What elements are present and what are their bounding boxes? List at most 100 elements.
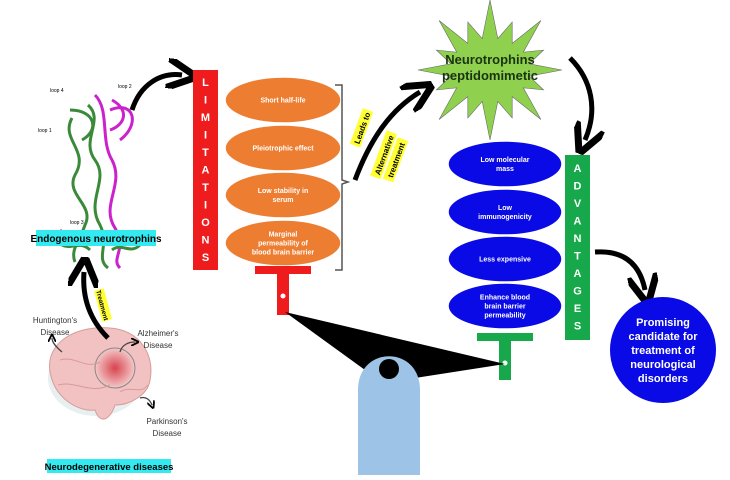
- title-letter: N: [202, 235, 210, 247]
- title-letter: L: [202, 77, 209, 89]
- leads-to-highlight: [349, 108, 374, 148]
- title-letter: V: [574, 198, 582, 210]
- title-letter: T: [574, 251, 581, 263]
- limitation-oval: [224, 124, 342, 172]
- advantage-oval: [447, 188, 563, 236]
- limitation-text: Pleiotrophic effect: [252, 145, 314, 152]
- protein-caption: Endogenous neurotrophins: [30, 234, 162, 245]
- disease-caption: Neurodegenerative diseases: [45, 462, 174, 473]
- title-letter: O: [201, 217, 210, 229]
- disease-huntington-suffix: Disease: [41, 328, 70, 337]
- advantage-oval: [447, 140, 563, 188]
- disease-alzheimer-suffix: Disease: [144, 341, 173, 350]
- title-letter: A: [574, 163, 582, 175]
- limitation-item: Pleiotrophic effect: [224, 124, 342, 172]
- advantage-item: Low molecular mass: [447, 140, 563, 188]
- alternative-highlight: [370, 130, 397, 180]
- outcome-line: disorders: [638, 373, 688, 385]
- advantage-text: Enhance blood: [480, 294, 530, 301]
- advantage-item: Less expensive: [447, 235, 563, 283]
- title-letter: A: [202, 165, 210, 177]
- disease-parkinson: Parkinson's: [146, 417, 187, 426]
- title-letter: T: [202, 182, 209, 194]
- treatment-arrow-icon: [84, 272, 110, 340]
- scale-beam: [285, 312, 505, 378]
- neurotrophin-structure-icon: [58, 93, 142, 270]
- advantage-text: brain barrier: [484, 303, 526, 310]
- leads-to-arrow-icon: [352, 92, 420, 181]
- limitation-item: Low stability in serum: [224, 171, 342, 219]
- advantage-text: mass: [496, 166, 514, 173]
- outcome-circle: [610, 297, 716, 403]
- advantage-oval: [447, 282, 563, 330]
- treatment-highlight: [382, 137, 409, 183]
- title-letter: A: [574, 216, 582, 228]
- outcome-line: treatment of: [631, 345, 695, 357]
- advantage-item: Enhance blood brain barrier permeability: [447, 282, 563, 330]
- limitation-item: Short half-life: [224, 76, 342, 124]
- loop-label: loop 3: [70, 220, 84, 226]
- limitation-text: Low stability in: [258, 188, 309, 195]
- brain-illustration-icon: [48, 327, 152, 420]
- starburst-line-1: Neurotrophins: [445, 52, 535, 67]
- alzheimer-pointer-icon: [119, 342, 135, 353]
- title-letter: S: [202, 252, 209, 264]
- disease-caption-highlight: [47, 459, 171, 473]
- huntington-pointer-icon: [52, 338, 63, 353]
- limitation-oval: [224, 76, 342, 124]
- title-letter: S: [574, 321, 581, 333]
- disease-huntington: Huntington's: [33, 316, 77, 325]
- peptidomimetic-starburst: [417, 0, 563, 141]
- limitations-bracket: [335, 84, 351, 271]
- arrow-to-outcome-icon: [594, 249, 645, 290]
- limitation-text: serum: [272, 197, 293, 204]
- loop-label: loop 4: [50, 88, 64, 94]
- limitations-banner: [193, 70, 218, 270]
- limitation-text: Marginal: [269, 231, 298, 238]
- treatment-label-highlight: [94, 288, 112, 322]
- title-letter: I: [204, 200, 207, 212]
- loop-label: loop 1: [38, 128, 52, 134]
- limitation-text: Short half-life: [260, 97, 305, 104]
- limitation-oval: [224, 171, 342, 219]
- left-pan-stem: [277, 270, 289, 315]
- right-pan-stem: [499, 337, 511, 380]
- scale-pivot: [379, 359, 399, 379]
- advantage-oval: [447, 235, 563, 283]
- disease-alzheimer: Alzheimer's: [137, 329, 178, 338]
- protein-caption-highlight: [36, 230, 156, 246]
- outcome-line: candidate for: [628, 331, 698, 343]
- advantage-text: Low: [498, 205, 513, 212]
- parkinson-pointer-icon: [139, 396, 152, 405]
- advantage-text: permeability: [484, 312, 525, 319]
- advantages-banner: [565, 155, 590, 340]
- arrow-to-limitations-icon: [129, 75, 182, 111]
- limitation-text: permeability of: [258, 240, 308, 247]
- title-letter: N: [574, 233, 582, 245]
- advantage-text: immunogenicity: [478, 214, 532, 221]
- left-pan-pin: [280, 293, 286, 299]
- title-letter: G: [573, 286, 582, 298]
- title-letter: A: [574, 268, 582, 280]
- title-letter: D: [574, 181, 582, 193]
- title-letter: I: [204, 130, 207, 142]
- title-letter: M: [201, 112, 210, 124]
- advantage-text: Less expensive: [479, 256, 531, 263]
- title-letter: E: [574, 303, 581, 315]
- title-letter: I: [204, 95, 207, 107]
- scale-stand: [358, 356, 420, 475]
- title-letter: T: [202, 147, 209, 159]
- right-pan-pin: [502, 360, 508, 366]
- advantage-text: Low molecular: [480, 157, 529, 164]
- outcome-line: neurological: [630, 359, 695, 371]
- loop-label: loop 2: [118, 84, 132, 90]
- advantage-item: Low immunogenicity: [447, 188, 563, 236]
- starburst-line-2: peptidomimetic: [442, 68, 538, 83]
